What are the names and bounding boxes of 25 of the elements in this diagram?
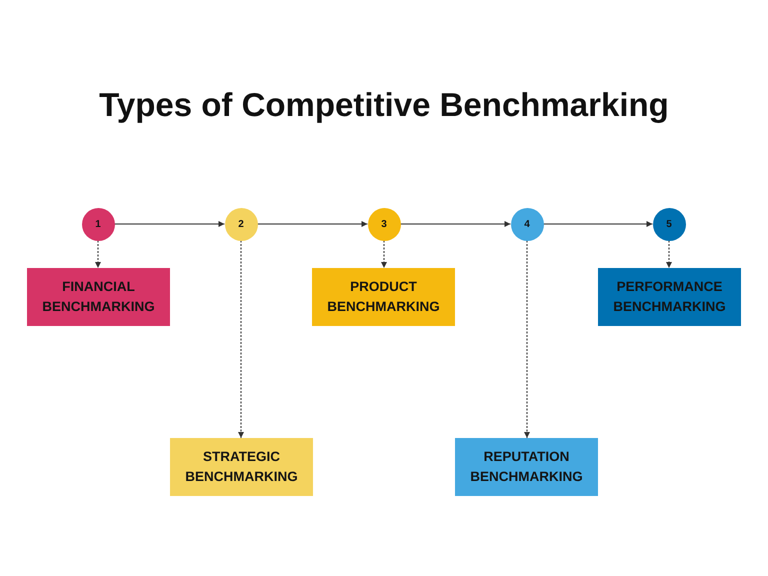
benchmark-type-box [312,268,455,326]
dotted-arrow [238,240,244,438]
step-number-circle: 4 [510,208,544,240]
arrow [114,221,225,227]
step-number-circle: 2 [224,208,258,240]
dotted-arrow [666,240,672,268]
step-number-circle: 3 [368,208,400,240]
benchmark-type-box [170,438,313,496]
title: Types of Competitive Benchmarking [98,86,670,124]
step-number-circle: 5 [652,208,686,240]
arrow [400,221,511,227]
box-label: STRATEGIC BENCHMARKING [184,448,299,486]
box-label: REPUTATION BENCHMARKING [469,448,584,486]
benchmark-type-box [27,268,170,326]
dotted-arrow [381,240,387,268]
dotted-arrow [524,240,530,438]
arrow [543,221,653,227]
box-label: PRODUCT BENCHMARKING [326,278,441,316]
benchmark-type-box [598,268,741,326]
box-label: PERFORMANCE BENCHMARKING [612,278,727,316]
dotted-arrow [95,240,101,268]
box-label: FINANCIAL BENCHMARKING [41,278,156,316]
step-number-circle: 1 [82,208,114,240]
arrow [257,221,368,227]
benchmark-type-box [455,438,598,496]
